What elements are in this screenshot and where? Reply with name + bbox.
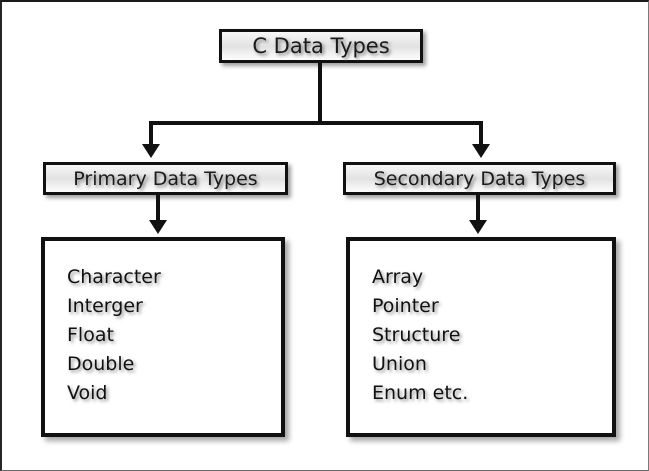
arrowhead-down-icon-primary-list	[149, 220, 167, 234]
connector-primary-to-list	[156, 195, 160, 221]
connector-root-horizontal	[149, 121, 483, 125]
list-item: Enum etc.	[372, 382, 469, 404]
primary-list: Character Interger Float Double Void	[45, 241, 281, 408]
connector-root-vertical	[318, 62, 322, 124]
list-item: Array	[372, 266, 424, 288]
list-item: Interger	[67, 295, 143, 317]
list-item: Pointer	[372, 295, 439, 317]
node-c-data-types-label: C Data Types	[252, 34, 390, 58]
list-item: Structure	[372, 324, 461, 346]
arrowhead-down-icon-right-secondary	[472, 144, 490, 158]
connector-drop-left	[149, 121, 153, 145]
node-secondary-data-types-label: Secondary Data Types	[373, 167, 586, 190]
list-item: Double	[67, 353, 135, 375]
list-item: Float	[67, 324, 114, 346]
secondary-list: Array Pointer Structure Union Enum etc.	[350, 241, 612, 408]
node-primary-data-types: Primary Data Types	[43, 162, 288, 195]
node-secondary-data-types: Secondary Data Types	[343, 162, 616, 195]
connector-drop-right	[479, 121, 483, 145]
list-item: Character	[67, 266, 161, 288]
list-item: Void	[67, 382, 108, 404]
list-box-secondary-data-types: Array Pointer Structure Union Enum etc.	[346, 237, 616, 437]
list-box-primary-data-types: Character Interger Float Double Void	[41, 237, 285, 437]
node-c-data-types: C Data Types	[219, 29, 423, 63]
arrowhead-down-icon-secondary-list	[469, 220, 487, 234]
list-item: Union	[372, 353, 427, 375]
node-primary-data-types-label: Primary Data Types	[73, 167, 258, 190]
connector-secondary-to-list	[476, 195, 480, 221]
arrowhead-down-icon-left-primary	[142, 144, 160, 158]
